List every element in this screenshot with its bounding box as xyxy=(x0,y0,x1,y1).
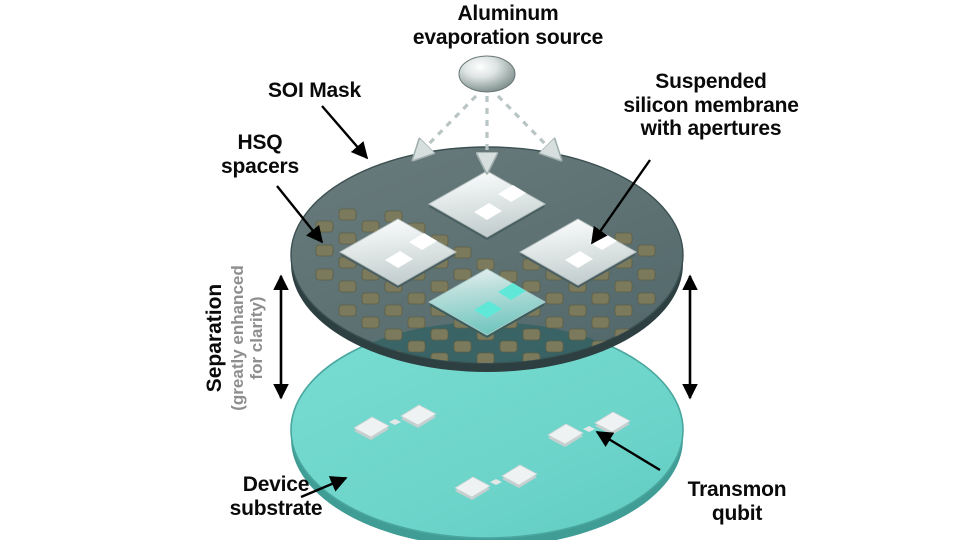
arrow-suspended-membrane xyxy=(591,159,651,245)
membrane xyxy=(427,170,547,240)
beam-left xyxy=(415,94,478,158)
label-soi-mask: SOI Mask xyxy=(268,79,361,102)
arrow-transmon-qubit xyxy=(595,430,661,472)
label-transmon-qubit: Transmon qubit xyxy=(687,478,787,525)
membrane xyxy=(427,268,547,338)
evaporation-source-body xyxy=(458,55,516,93)
aperture xyxy=(385,251,413,268)
aperture xyxy=(498,185,526,202)
label-hsq-spacers: HSQ spacers xyxy=(221,131,299,178)
label-separation-note: (greatly enhanced for clarity) xyxy=(228,265,266,411)
membrane xyxy=(338,218,458,288)
arrow-device-substrate xyxy=(300,476,348,499)
aperture xyxy=(565,251,593,268)
separation-indicators xyxy=(273,274,698,400)
device-substrate xyxy=(290,321,684,540)
transmon-qubit xyxy=(547,411,631,447)
label-suspended-silicon-membrane: Suspended silicon membrane with aperture… xyxy=(623,70,799,141)
beam-right xyxy=(496,94,559,158)
aperture xyxy=(474,301,502,318)
label-separation: Separation xyxy=(203,283,226,393)
aperture xyxy=(474,203,502,220)
label-separation-group: Separation (greatly enhanced for clarity… xyxy=(175,258,285,418)
suspended-membranes xyxy=(338,170,638,338)
aperture xyxy=(498,283,526,300)
transmon-qubit xyxy=(454,464,538,500)
leader-arrows xyxy=(276,105,661,499)
label-aluminum-evaporation-source: Aluminum evaporation source xyxy=(412,2,604,49)
aluminum-evaporation-source xyxy=(415,55,559,170)
label-device-substrate: Device substrate xyxy=(229,473,323,520)
transmon-qubit xyxy=(353,404,437,440)
soi-mask xyxy=(290,146,684,372)
aperture xyxy=(409,233,437,250)
arrow-soi-mask xyxy=(321,105,369,160)
arrow-hsq-spacers xyxy=(276,185,324,244)
